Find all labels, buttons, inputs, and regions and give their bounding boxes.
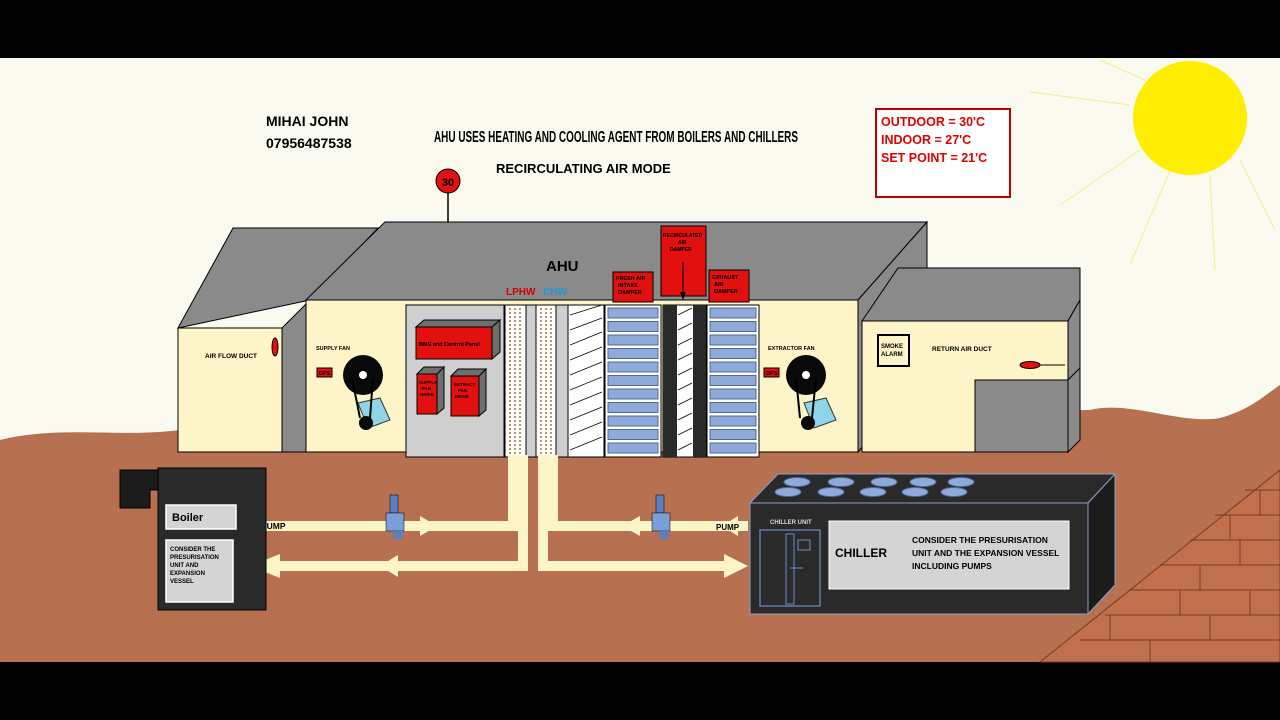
damper-blade [607, 388, 659, 400]
extract-fan-drive [450, 375, 480, 417]
chiller-door [759, 529, 821, 607]
duct-sensor-right [1019, 361, 1041, 369]
damper-blade [709, 321, 757, 332]
smoke-alarm [877, 334, 910, 367]
damper-blade [709, 307, 757, 319]
sensor-reading: 30 [442, 177, 454, 189]
temperature-sensor: 30 [435, 168, 461, 222]
outdoor-temp: OUTDOOR = 30'C [881, 115, 985, 129]
lphw-label: LPHW [506, 287, 536, 298]
chiller: CHILLER UNIT CHILLER CONSIDER THE PRESUR… [748, 472, 1117, 616]
boiler-pump-label: PUMP [261, 521, 286, 531]
ahu-label: AHU [546, 258, 579, 275]
extractor-fan-label: EXTRACTOR FAN [768, 346, 815, 352]
boiler-label: Boiler [172, 512, 204, 524]
chiller-fan-tops [774, 477, 975, 497]
setpoint-temp: SET POINT = 21'C [881, 151, 987, 165]
damper-blade [607, 375, 659, 386]
damper-blade [607, 334, 659, 346]
supply-duct-label: AIR FLOW DUCT [205, 353, 257, 360]
damper-blade [709, 388, 757, 400]
damper-blade [607, 361, 659, 373]
damper-blade [607, 307, 659, 319]
damper-blade [709, 402, 757, 413]
supply-dps-label: DPS [319, 371, 331, 377]
heating-coil [504, 304, 537, 458]
filter-bank [567, 304, 605, 458]
damper-blade [709, 334, 757, 346]
duct-sensor-left [271, 337, 279, 357]
extract-dps-label: DPS [766, 371, 778, 377]
supply-air-duct: AIR FLOW DUCT [177, 227, 380, 453]
ahu-unit: AHU SUPPLY FAN DPS BMS and Control Panel [304, 220, 929, 458]
chiller-label: CHILLER [835, 546, 887, 560]
page-title: AHU USES HEATING AND COOLING AGENT FROM … [434, 129, 798, 146]
boiler-note-plate [165, 539, 234, 603]
damper-blade [709, 415, 757, 427]
exhaust-air-damper-bank [706, 304, 760, 458]
recirculated-air-damper-bank [662, 304, 707, 458]
chiller-unit-label: CHILLER UNIT [770, 520, 812, 526]
damper-blade [709, 375, 757, 386]
damper-blade [607, 402, 659, 413]
author-phone: 07956487538 [266, 135, 352, 151]
boiler-control-valve [385, 494, 405, 539]
damper-blade [607, 442, 659, 454]
chiller-info-panel [828, 520, 1070, 590]
chiller-pump-label: PUMP [716, 523, 740, 532]
fresh-air-damper-bank [604, 304, 662, 458]
damper-blade [709, 361, 757, 373]
damper-blade [709, 442, 757, 454]
supply-fan: SUPPLY FAN DPS [316, 346, 391, 430]
damper-blade [607, 429, 659, 440]
indoor-temp: INDOOR = 27'C [881, 133, 971, 147]
boiler-label-plate [165, 504, 237, 530]
supply-fan-label: SUPPLY FAN [316, 346, 350, 352]
bms-control-panel [415, 326, 493, 360]
damper-blade [709, 429, 757, 440]
sun-icon [1029, 59, 1276, 271]
pipework [250, 455, 748, 578]
return-duct-label: RETURN AIR DUCT [932, 346, 992, 353]
mode-label: RECIRCULATING AIR MODE [496, 161, 671, 176]
extractor-fan: EXTRACTOR FAN DPS [763, 346, 837, 430]
chw-label: CHW [543, 287, 567, 298]
damper-blade [607, 348, 659, 359]
author-name: MIHAI JOHN [266, 113, 348, 129]
cooling-coil [535, 304, 569, 458]
conditions-box: OUTDOOR = 30'C INDOOR = 27'C SET POINT =… [875, 108, 1011, 198]
chiller-control-valve [651, 494, 671, 539]
damper-blade [607, 415, 659, 427]
damper-blade [709, 348, 757, 359]
brick-wall [1038, 469, 1280, 663]
top-letterbox [0, 0, 1280, 58]
supply-dps [316, 367, 333, 378]
bottom-letterbox [0, 662, 1280, 720]
bms-panel-label: BMS and Control Panel [419, 342, 480, 348]
damper-blade [607, 321, 659, 332]
extract-dps [763, 367, 780, 378]
